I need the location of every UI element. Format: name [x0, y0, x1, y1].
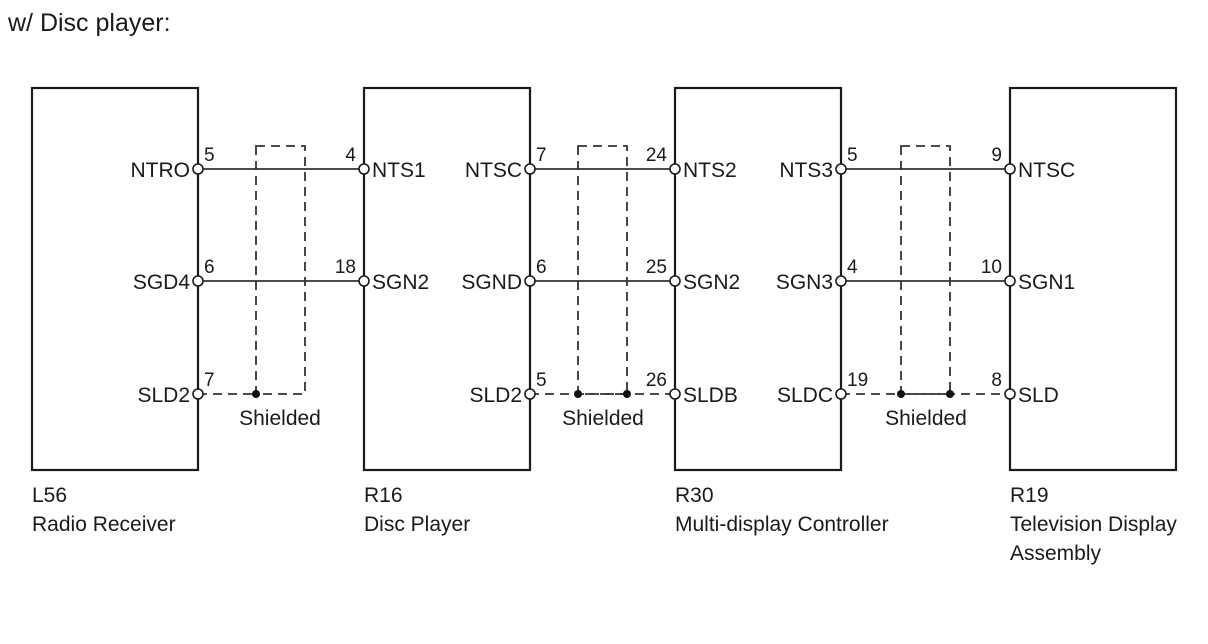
pin-number-5: 5 — [536, 370, 547, 391]
terminal-ntro — [192, 163, 204, 175]
pin-number-7: 7 — [204, 370, 215, 391]
component-name-r16: Disc Player — [364, 513, 470, 536]
diagram-heading: w/ Disc player: — [7, 9, 171, 37]
pin-label-sld2: SLD2 — [469, 384, 522, 407]
shield-label-1: Shielded — [239, 407, 321, 430]
component-box-r19 — [1008, 86, 1178, 472]
pin-label-sgd4: SGD4 — [133, 271, 191, 294]
shield-junction-dot — [574, 390, 582, 398]
pin-label-ntro: NTRO — [131, 159, 191, 182]
terminal-sgn2 — [669, 275, 681, 287]
terminal-sldb — [669, 388, 681, 400]
pin-label-sgn1: SGN1 — [1018, 271, 1075, 294]
shield-enclosure-3 — [900, 145, 951, 395]
shield-junction-dot — [897, 390, 905, 398]
pin-label-sldc: SLDC — [777, 384, 833, 407]
component-box-r16 — [362, 86, 532, 472]
pin-label-sgn3: SGN3 — [776, 271, 833, 294]
terminal-ntsc — [524, 163, 536, 175]
shield-enclosure-1 — [255, 145, 306, 395]
terminal-sld2 — [192, 388, 204, 400]
pin-number-7: 7 — [536, 145, 547, 166]
terminal-nts1 — [358, 163, 370, 175]
pin-label-sld: SLD — [1018, 384, 1059, 407]
component-code-r30: R30 — [675, 484, 714, 507]
component-box-l56 — [30, 86, 200, 472]
component-box-r30 — [673, 86, 843, 472]
pin-label-ntsc: NTSC — [1018, 159, 1075, 182]
pin-label-sld2: SLD2 — [137, 384, 190, 407]
terminal-sgn2 — [358, 275, 370, 287]
pin-number-5: 5 — [847, 145, 858, 166]
component-code-r16: R16 — [364, 484, 403, 507]
component-name-l56: Radio Receiver — [32, 513, 176, 536]
pin-label-sgn2: SGN2 — [372, 271, 429, 294]
pin-number-18: 18 — [335, 257, 356, 278]
terminal-sgnd — [524, 275, 536, 287]
shield-label-2: Shielded — [562, 407, 644, 430]
pin-label-nts3: NTS3 — [779, 159, 833, 182]
component-name-r19-line1: Television Display — [1010, 513, 1177, 536]
terminal-sgn1 — [1004, 275, 1016, 287]
shield-enclosure-2 — [577, 145, 628, 395]
terminal-sldc — [835, 388, 847, 400]
pin-number-5: 5 — [204, 145, 215, 166]
pin-label-nts2: NTS2 — [683, 159, 737, 182]
shield-junction-dot — [946, 390, 954, 398]
shield-junction-dot — [623, 390, 631, 398]
pin-number-10: 10 — [981, 257, 1002, 278]
pin-label-sgnd: SGND — [461, 271, 522, 294]
shield-junction-dot — [252, 390, 260, 398]
component-name-r19-line2: Assembly — [1010, 542, 1102, 565]
component-code-r19: R19 — [1010, 484, 1049, 507]
terminal-ntsc — [1004, 163, 1016, 175]
pin-number-8: 8 — [991, 370, 1002, 391]
pin-number-26: 26 — [646, 370, 667, 391]
terminal-sgn3 — [835, 275, 847, 287]
terminal-nts2 — [669, 163, 681, 175]
pin-number-25: 25 — [646, 257, 667, 278]
terminal-sld2 — [524, 388, 536, 400]
pin-label-nts1: NTS1 — [372, 159, 426, 182]
pin-label-sgn2: SGN2 — [683, 271, 740, 294]
pin-number-4: 4 — [345, 145, 356, 166]
terminal-nts3 — [835, 163, 847, 175]
terminal-sgd4 — [192, 275, 204, 287]
pin-label-ntsc: NTSC — [465, 159, 522, 182]
terminal-sld — [1004, 388, 1016, 400]
pin-number-24: 24 — [646, 145, 668, 166]
component-name-r30: Multi-display Controller — [675, 513, 889, 536]
pin-number-19: 19 — [847, 370, 868, 391]
pin-number-6: 6 — [536, 257, 547, 278]
component-code-l56: L56 — [32, 484, 67, 507]
pin-number-4: 4 — [847, 257, 858, 278]
pin-label-sldb: SLDB — [683, 384, 738, 407]
pin-number-9: 9 — [991, 145, 1002, 166]
shield-label-3: Shielded — [885, 407, 967, 430]
pin-number-6: 6 — [204, 257, 215, 278]
